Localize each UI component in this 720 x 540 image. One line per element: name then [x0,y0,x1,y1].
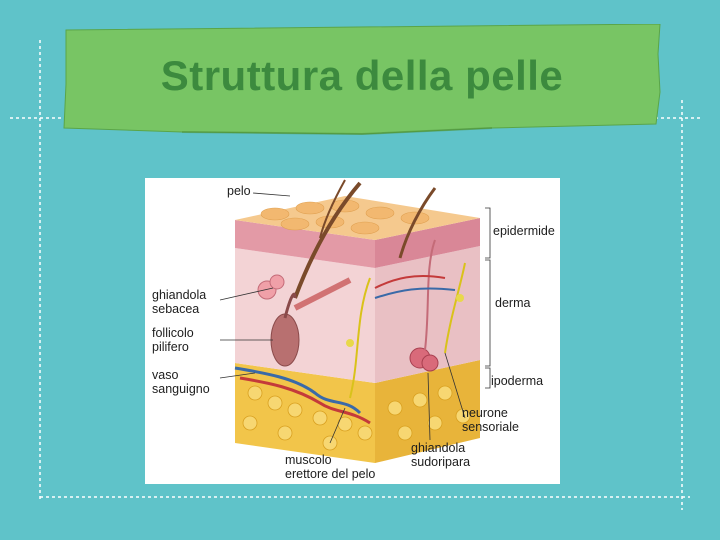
label-follicolo-pilifero: follicolo pilifero [152,326,194,354]
label-vaso-sanguigno: vaso sanguigno [152,368,210,396]
label-derma: derma [495,296,531,310]
label-epidermide: epidermide [493,224,555,238]
skin-diagram: pelo epidermide ghiandola sebacea derma … [145,178,560,484]
skin-illustration [219,179,491,463]
label-pelo: pelo [227,184,251,198]
label-neurone-sensoriale: neurone sensoriale [462,406,519,434]
label-ghiandola-sudoripara: ghiandola sudoripara [411,441,471,469]
label-ghiandola-sebacea: ghiandola sebacea [152,288,207,316]
slide-title: Struttura della pelle [160,52,564,99]
title-banner [63,24,661,136]
label-muscolo-erettore: muscolo erettore del pelo [285,453,376,481]
label-ipoderma: ipoderma [491,374,544,388]
